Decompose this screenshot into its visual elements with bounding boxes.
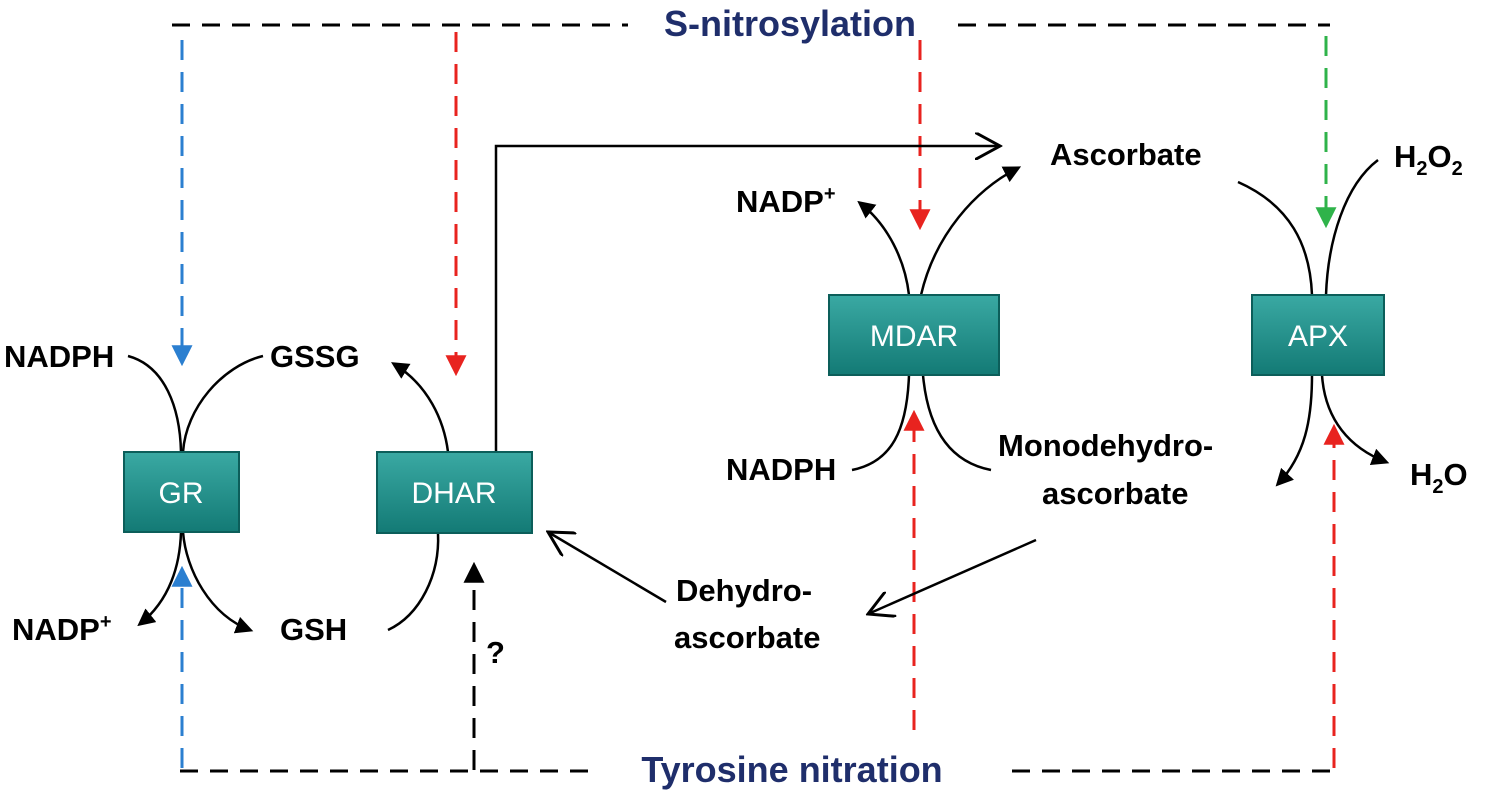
tyrosine-nitration-title: Tyrosine nitration bbox=[641, 749, 942, 790]
dhar-enzyme: DHAR bbox=[376, 451, 533, 534]
dehydro-label-line2: ascorbate bbox=[674, 620, 820, 655]
apx-enzyme-label: APX bbox=[1288, 320, 1348, 353]
dhar-gssg-curve bbox=[391, 362, 450, 453]
mono-to-dehydro-arrow bbox=[868, 538, 1037, 614]
apx-left-top-curve bbox=[1237, 180, 1314, 296]
nadp-left-sup: + bbox=[100, 611, 112, 633]
h2o-o: O bbox=[1444, 457, 1468, 492]
gr-nadp-curve bbox=[137, 531, 183, 627]
h2o2-label: H2O2 bbox=[1394, 139, 1463, 180]
dehydro-to-dhar-arrow bbox=[548, 532, 667, 604]
nadp-label-mid: NADP+ bbox=[736, 183, 836, 219]
monodehydro-label-line1: Monodehydro- bbox=[998, 428, 1213, 463]
s-nitrosylation-title: S-nitrosylation bbox=[664, 3, 916, 44]
dehydro-label-line1: Dehydro- bbox=[676, 573, 812, 608]
nadp-label-left: NADP+ bbox=[12, 611, 112, 647]
nadp-left-text: NADP bbox=[12, 612, 100, 647]
mdar-nadp-curve bbox=[857, 200, 911, 296]
mdar-mono-curve bbox=[921, 374, 992, 472]
gr-nadph-curve bbox=[127, 354, 183, 453]
gr-enzyme: GR bbox=[123, 451, 240, 533]
gr-enzyme-label: GR bbox=[159, 477, 204, 510]
h2o-h: H bbox=[1410, 457, 1432, 492]
gssg-label: GSSG bbox=[270, 339, 360, 374]
gsh-label: GSH bbox=[280, 612, 347, 647]
dhar-enzyme-label: DHAR bbox=[411, 477, 496, 510]
gr-gsh-curve bbox=[181, 531, 254, 634]
gr-gssg-curve bbox=[181, 354, 264, 453]
apx-h2o2-curve bbox=[1324, 159, 1379, 296]
monodehydro-label-line2: ascorbate bbox=[1042, 476, 1188, 511]
nadp-mid-text: NADP bbox=[736, 184, 824, 219]
h2o2-sub2: 2 bbox=[1452, 158, 1463, 180]
h2o-label: H2O bbox=[1410, 457, 1468, 498]
h2o2-o: O bbox=[1428, 139, 1452, 174]
apx-mono-curve bbox=[1275, 374, 1314, 487]
apx-enzyme: APX bbox=[1251, 294, 1385, 376]
dhar-gsh-curve bbox=[387, 532, 440, 632]
mdar-enzyme: MDAR bbox=[828, 294, 1000, 376]
mdar-nadph-curve bbox=[851, 374, 911, 472]
h2o2-h: H bbox=[1394, 139, 1416, 174]
question-mark-label: ? bbox=[486, 635, 505, 670]
nadph-label-mid: NADPH bbox=[726, 452, 836, 487]
nadp-mid-sup: + bbox=[824, 183, 836, 205]
apx-h2o-curve bbox=[1320, 374, 1390, 466]
mdar-enzyme-label: MDAR bbox=[870, 320, 958, 353]
h2o2-sub1: 2 bbox=[1416, 158, 1427, 180]
mdar-ascorbate-curve bbox=[919, 166, 1022, 296]
dhar-to-ascorbate-arrow bbox=[494, 146, 1000, 452]
nadph-label-left: NADPH bbox=[4, 339, 114, 374]
ascorbate-label: Ascorbate bbox=[1050, 137, 1202, 172]
h2o-sub: 2 bbox=[1432, 476, 1443, 498]
